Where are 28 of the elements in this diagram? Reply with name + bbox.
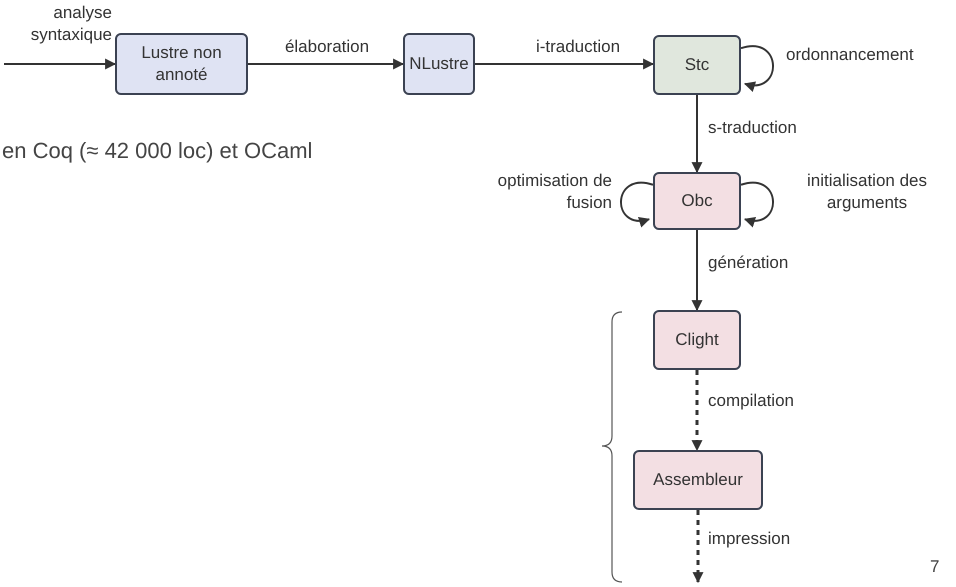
arrow bbox=[620, 182, 654, 226]
process-box: Stc bbox=[653, 35, 741, 95]
note-text: en Coq (≈ 42 000 loc) et OCaml bbox=[2, 137, 312, 165]
arrow bbox=[740, 182, 774, 226]
arrow bbox=[692, 370, 702, 452]
edge-label: élaboration bbox=[284, 36, 370, 58]
edge-label: analyse syntaxique bbox=[30, 2, 112, 46]
process-box: NLustre bbox=[403, 33, 475, 95]
arrow bbox=[692, 230, 702, 312]
edge-label: initialisation des arguments bbox=[806, 170, 928, 214]
arrow bbox=[692, 510, 704, 584]
process-box: Assembleur bbox=[633, 450, 763, 510]
process-box: Clight bbox=[653, 310, 741, 370]
process-box: Obc bbox=[653, 172, 741, 230]
edge-label: i-traduction bbox=[534, 36, 622, 58]
arrow bbox=[692, 95, 702, 174]
edge-label: génération bbox=[708, 252, 790, 274]
edge-label: optimisation de fusion bbox=[496, 170, 612, 214]
arrow bbox=[475, 58, 654, 70]
edge-label: s-traduction bbox=[708, 117, 798, 139]
edge-label: ordonnancement bbox=[786, 44, 915, 66]
arrow bbox=[248, 58, 404, 70]
arrow bbox=[740, 45, 774, 91]
edge-label: impression bbox=[708, 528, 792, 550]
page-number: 7 bbox=[930, 556, 940, 578]
arrow bbox=[4, 58, 116, 70]
edge-label: compilation bbox=[708, 390, 795, 412]
process-box: Lustre non annoté bbox=[115, 33, 248, 95]
